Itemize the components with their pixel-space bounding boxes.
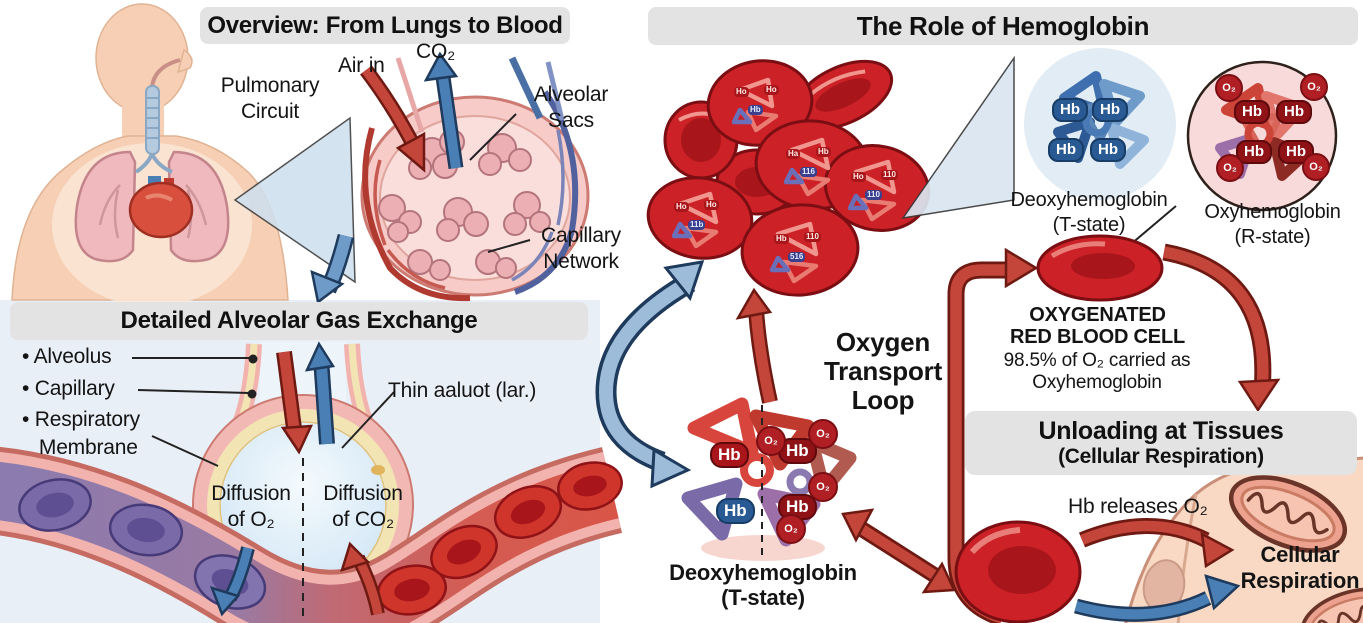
o2-diffusion-arrow — [209, 546, 255, 617]
hb-pill: Hb — [1236, 140, 1272, 164]
hb-pill: Hb — [710, 442, 749, 469]
hb-pill: Hb — [1234, 100, 1270, 124]
alveolar-sacs-callout — [469, 113, 517, 161]
gas-exchange-callouts — [132, 354, 395, 467]
co2-out-arrow — [423, 51, 464, 170]
oxygenated-red-blood-cell — [1036, 234, 1164, 302]
alveolar-sacs-label: Alveolar Sacs — [533, 83, 609, 133]
oxygenated-rbc-group — [377, 461, 623, 616]
hb-pill: Hb — [1090, 138, 1126, 162]
oxygenated-rbc-sub: 98.5% of O₂ carried as Oxyhemoglobin — [1003, 350, 1191, 393]
hb-pill: Hb — [1048, 138, 1084, 162]
capillary-network-callout — [487, 239, 531, 253]
unloading-red-blood-cell — [954, 520, 1082, 623]
cluster-hb-label: Ho — [851, 172, 866, 183]
bullet-respiratory-membrane: • Respiratory Membrane — [22, 408, 140, 460]
to-tissues-arrow — [1162, 243, 1281, 413]
overview-title-text: Overview: From Lungs to Blood — [207, 11, 563, 39]
thin-wall-label: Thin aaluot (lar.) — [388, 379, 537, 402]
co2-up-arrow — [304, 341, 336, 445]
deoxyhemoglobin-bottom-label: Deoxyhemoglobin (T-state) — [669, 560, 857, 611]
deoxyhemoglobin-molecule — [1024, 48, 1176, 200]
cluster-hb-label: 110 — [804, 232, 821, 243]
o2-molecule: O₂ — [1300, 73, 1328, 101]
tissue-cell — [1124, 456, 1363, 623]
cluster-hb-label: 110 — [881, 170, 898, 181]
capillary-network-label: Capillary Network — [541, 224, 621, 274]
diffusion-co2-label: Diffusion of CO₂ — [323, 482, 403, 532]
bullet-capillary: • Capillary — [22, 377, 115, 400]
cluster-hb-label: Hb — [774, 234, 789, 245]
unloading-header: Unloading at Tissues (Cellular Respirati… — [965, 411, 1357, 475]
o2-in-arrow — [276, 350, 314, 455]
blue-exchange-arrow — [595, 260, 705, 489]
o2-molecule: O₂ — [756, 426, 786, 456]
cluster-hb-label: Ho — [674, 202, 689, 213]
magnifier-wedge-hemoglobin — [901, 55, 1015, 220]
o2-molecule: O₂ — [776, 514, 806, 544]
cluster-hb-label: Ho — [734, 87, 749, 98]
red-up-arrow — [735, 287, 778, 404]
gas-exchange-title-text: Detailed Alveolar Gas Exchange — [120, 307, 478, 334]
deoxyhemoglobin-label: Deoxyhemoglobin (T-state) — [1010, 189, 1168, 236]
bullet-alveolus: • Alveolus — [22, 345, 112, 368]
unloading-sub-text: (Cellular Respiration) — [1058, 445, 1264, 469]
cluster-hb-label: 110 — [865, 190, 882, 201]
equilibrium-arrow — [841, 508, 956, 594]
cluster-hb-label: Ha — [786, 149, 801, 160]
hb-releases-arrow — [1078, 518, 1235, 569]
cluster-hb-label: 116 — [800, 167, 817, 178]
human-figure — [11, 3, 289, 307]
hb-pill: Hb — [1092, 98, 1128, 122]
cluster-hb-label: Hb — [816, 147, 831, 158]
air-in-label: Air in — [338, 54, 385, 77]
overview-title: Overview: From Lungs to Blood — [200, 7, 570, 44]
zoom-down-arrow — [310, 233, 355, 305]
cluster-hb-label: 11b — [688, 220, 706, 231]
cluster-hb-label: Hb — [748, 105, 763, 116]
cluster-hb-label: 516 — [788, 252, 806, 263]
o2-molecule: O₂ — [808, 472, 838, 502]
o2-molecule: O₂ — [808, 419, 838, 449]
capillary-vessel — [0, 446, 623, 623]
o2-molecule: O₂ — [1215, 74, 1243, 102]
oxygenated-rbc-label: OXYGENATED RED BLOOD CELL — [1010, 304, 1185, 349]
diffusion-o2-label: Diffusion of O₂ — [211, 482, 291, 532]
magnifier-wedge-lungs — [233, 116, 356, 284]
cellular-respiration-label: Cellular Respiration — [1240, 542, 1360, 594]
oxyhemoglobin-label: Oxyhemoglobin (R-state) — [1204, 201, 1341, 248]
o2-molecule: O₂ — [1302, 153, 1330, 181]
hb-pill: Hb — [716, 498, 755, 525]
unloading-title-text: Unloading at Tissues — [1038, 416, 1284, 445]
hemoglobin-title-text: The Role of Hemoglobin — [856, 10, 1150, 41]
co2-diffusion-arrow — [340, 541, 385, 616]
transport-loop-label: Oxygen Transport Loop — [823, 327, 943, 416]
gas-exchange-title: Detailed Alveolar Gas Exchange — [10, 302, 588, 340]
cluster-hb-label: Ho — [704, 200, 719, 211]
cluster-hb-label: Ho — [764, 85, 779, 96]
o2-molecule: O₂ — [1216, 154, 1244, 182]
co2-return-arrow — [1074, 574, 1241, 622]
hb-pill: Hb — [1276, 100, 1312, 124]
co2-label: CO₂ — [416, 40, 456, 63]
hb-pill: Hb — [1052, 98, 1088, 122]
air-in-arrow — [360, 65, 426, 173]
hb-releases-label: Hb releases O₂ — [1068, 495, 1208, 518]
hemoglobin-title: The Role of Hemoglobin — [648, 7, 1358, 45]
pulmonary-circuit-label: Pulmonary Circuit — [220, 74, 320, 124]
